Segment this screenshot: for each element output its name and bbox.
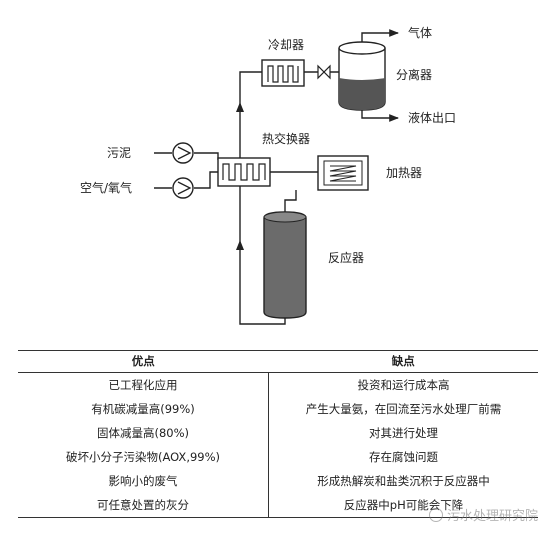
pros-cell: 破坏小分子污染物(AOX,99%) <box>65 450 221 464</box>
table-row: 固体减量高(80%) 对其进行处理 <box>18 421 538 445</box>
reactor-label: 反应器 <box>328 250 364 265</box>
table-row: 影响小的废气 形成热解炭和盐类沉积于反应器中 <box>18 469 538 493</box>
table-row: 有机碳减量高(99%) 产生大量氨，在回流至污水处理厂前需 <box>18 397 538 421</box>
heater-label: 加热器 <box>386 166 422 180</box>
gas-outlet-line <box>361 29 399 43</box>
air-pump-icon <box>172 177 194 199</box>
air-oxygen-label: 空气/氧气 <box>80 180 132 195</box>
reactor-return-line <box>239 186 286 325</box>
heat-exchanger-unit <box>217 157 271 187</box>
pros-header: 优点 <box>18 350 269 373</box>
gas-label: 气体 <box>408 25 432 40</box>
sludge-label: 污泥 <box>107 146 131 160</box>
watermark: 污水处理研究院 <box>428 505 538 524</box>
separator-label: 分离器 <box>396 67 432 82</box>
table-header-row: 优点 缺点 <box>18 350 538 373</box>
pros-cell: 已工程化应用 <box>108 378 178 392</box>
pros-cell: 可任意处置的灰分 <box>18 493 269 518</box>
cooler-label: 冷却器 <box>268 38 304 52</box>
pros-cell: 有机碳减量高(99%) <box>91 402 195 416</box>
pros-cons-table: 优点 缺点 已工程化应用 投资和运行成本高 有机碳减量高(99%) 产生大量氨，… <box>18 350 538 518</box>
flow-arrow-up-2 <box>236 102 244 112</box>
liquid-outlet-label: 液体出口 <box>408 110 456 125</box>
cons-cell: 反应器中pH可能会下降 <box>268 493 538 518</box>
cons-header: 缺点 <box>268 350 538 373</box>
exchanger-to-cooler-line <box>239 71 262 158</box>
heat-exchanger-label: 热交换器 <box>262 131 310 146</box>
heater-to-reactor-line <box>284 190 297 212</box>
cooler-unit <box>261 59 305 87</box>
process-flow-diagram: 冷却器 气体 分离器 液体出口 污泥 热交换器 空气/氧气 加热器 反应器 <box>80 25 456 325</box>
heater-unit <box>317 155 369 191</box>
pros-cell: 固体减量高(80%) <box>96 426 190 440</box>
table-row: 可任意处置的灰分 反应器中pH可能会下降 <box>18 493 538 518</box>
cons-cell: 形成热解炭和盐类沉积于反应器中 <box>268 469 538 493</box>
cons-cell: 对其进行处理 <box>268 421 538 445</box>
reactor-vessel <box>263 211 307 319</box>
air-to-exchanger-line <box>194 171 218 189</box>
valve-icon <box>317 64 331 80</box>
watermark-logo-icon <box>428 507 443 522</box>
watermark-text: 污水处理研究院 <box>446 509 538 524</box>
table-row: 破坏小分子污染物(AOX,99%) 存在腐蚀问题 <box>18 445 538 469</box>
cons-cell: 产生大量氨，在回流至污水处理厂前需 <box>268 397 538 421</box>
sludge-to-exchanger-line <box>194 152 219 160</box>
cons-cell: 存在腐蚀问题 <box>268 445 538 469</box>
sludge-pump-icon <box>172 142 194 164</box>
flow-arrow-up-1 <box>236 240 244 250</box>
table-row: 已工程化应用 投资和运行成本高 <box>18 372 538 397</box>
separator-vessel <box>338 41 386 111</box>
cons-cell: 投资和运行成本高 <box>268 372 538 397</box>
pros-cell: 影响小的废气 <box>108 474 178 488</box>
